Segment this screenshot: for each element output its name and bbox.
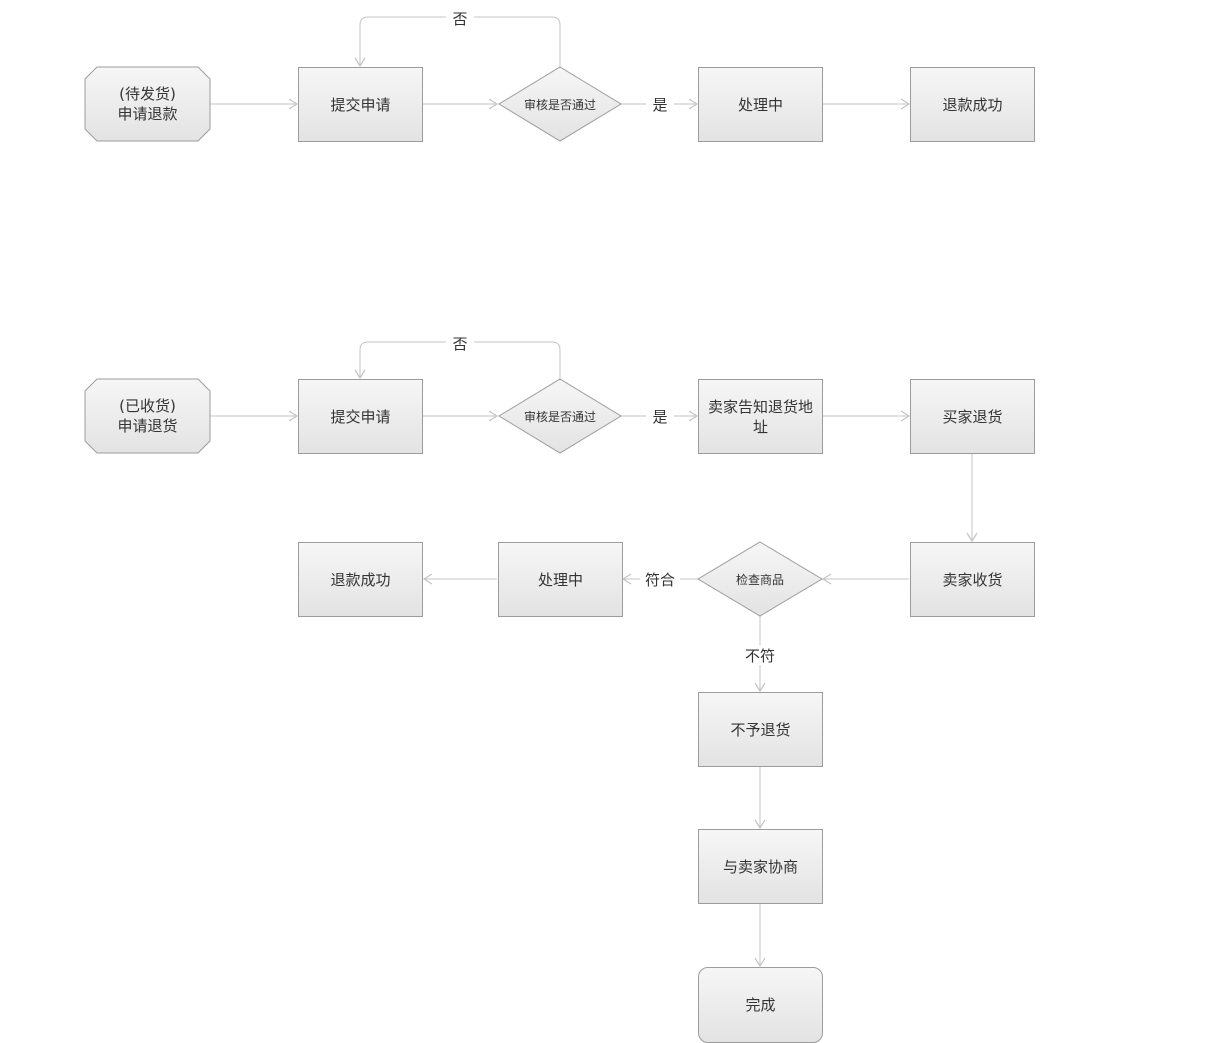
no-return-node: 不予退货	[698, 692, 823, 767]
refund-success-node-1: 退款成功	[910, 67, 1035, 142]
review-decision-2-text: 审核是否通过	[523, 409, 596, 424]
processing-node-1: 处理中	[698, 67, 823, 142]
start-node-pending-shipment-line2: 申请退款	[117, 105, 178, 123]
start-node-received-line2: 申请退货	[117, 417, 178, 435]
processing-node-2: 处理中	[498, 542, 623, 617]
review-2-no-label: 否	[446, 333, 474, 353]
review-1-yes-label: 是	[646, 94, 674, 114]
refund-success-node-2: 退款成功	[298, 542, 423, 617]
start-node-received: (已收货) 申请退货	[85, 379, 210, 453]
submit-application-node-2: 提交申请	[298, 379, 423, 454]
negotiate-with-seller-node: 与卖家协商	[698, 829, 823, 904]
start-node-pending-shipment: (待发货) 申请退款	[85, 67, 210, 141]
start-node-pending-shipment-line1: (待发货)	[119, 85, 176, 103]
start-node-received-line1: (已收货)	[119, 397, 176, 415]
start-node-pending-shipment-shape	[84, 66, 211, 142]
buyer-return-node: 买家退货	[910, 379, 1035, 454]
inspect-mismatch-label: 不符	[740, 645, 780, 665]
inspect-decision-shape	[697, 541, 823, 617]
seller-receive-node: 卖家收货	[910, 542, 1035, 617]
review-2-yes-label: 是	[646, 406, 674, 426]
done-node: 完成	[698, 967, 823, 1043]
seller-return-address-node: 卖家告知退货地址	[698, 379, 823, 454]
review-decision-1-text: 审核是否通过	[523, 97, 596, 112]
review-1-no-label: 否	[446, 8, 474, 28]
submit-application-node-1: 提交申请	[298, 67, 423, 142]
inspect-match-label: 符合	[640, 569, 680, 589]
start-node-received-shape	[84, 378, 211, 454]
inspect-goods-decision-text: 检查商品	[735, 572, 784, 587]
review-decision-2-shape	[498, 378, 622, 454]
review-decision-1-shape	[498, 66, 622, 142]
